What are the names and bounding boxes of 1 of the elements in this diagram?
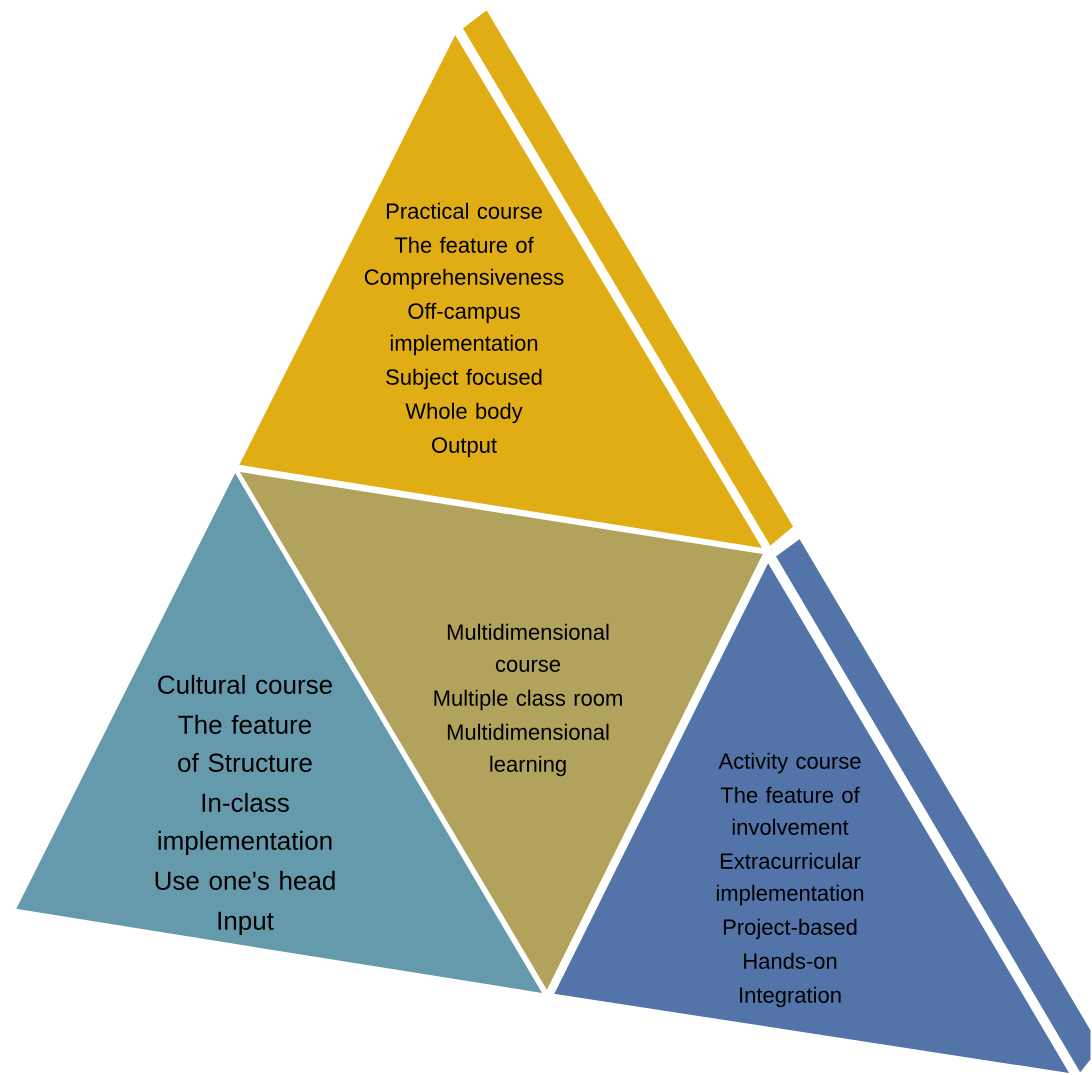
- triangle-section: Practical course The feature of Comprehensiveness Off-campus implementation Subject focused Whole body Output: [235, 6, 797, 552]
